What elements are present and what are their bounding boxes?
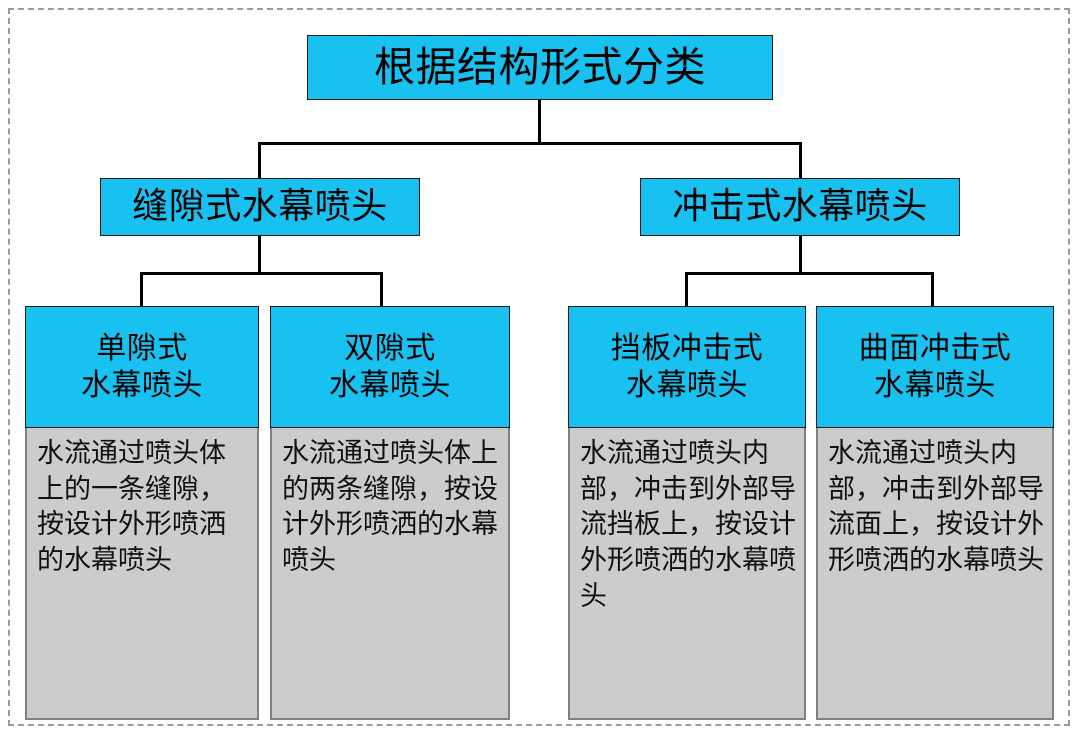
connector-level2-bus: [258, 142, 802, 145]
connector-level2-right-drop: [799, 142, 802, 179]
leaf-column-double-slit: 双隙式 水幕喷头 水流通过喷头体上的两条缝隙，按设计外形喷洒的水幕喷头: [270, 306, 510, 720]
connector-right-subtree-bus: [685, 272, 934, 275]
level2-node-impact-type: 冲击式水幕喷头: [640, 178, 960, 236]
leaf-title-single-slit: 单隙式 水幕喷头: [25, 306, 259, 428]
leaf-column-single-slit: 单隙式 水幕喷头 水流通过喷头体上的一条缝隙，按设计外形喷洒的水幕喷头: [25, 306, 259, 720]
connector-left-subtree-stem: [258, 236, 261, 273]
connector-leaf1-drop: [140, 272, 143, 307]
leaf-description-double-slit: 水流通过喷头体上的两条缝隙，按设计外形喷洒的水幕喷头: [270, 428, 510, 720]
leaf-title-double-slit: 双隙式 水幕喷头: [270, 306, 510, 428]
leaf-column-curved-surface-impact: 曲面冲击式 水幕喷头 水流通过喷头内部，冲击到外部导流面上，按设计外形喷洒的水幕…: [816, 306, 1054, 720]
connector-leaf2-drop: [380, 272, 383, 307]
connector-left-subtree-bus: [140, 272, 383, 275]
connector-right-subtree-stem: [799, 236, 802, 273]
leaf-column-baffle-impact: 挡板冲击式 水幕喷头 水流通过喷头内部，冲击到外部导流挡板上，按设计外形喷洒的水…: [568, 306, 806, 720]
leaf-title-baffle-impact: 挡板冲击式 水幕喷头: [568, 306, 806, 428]
connector-root-stem: [538, 100, 541, 144]
connector-leaf4-drop: [931, 272, 934, 307]
connector-leaf3-drop: [685, 272, 688, 307]
level2-node-slit-type: 缝隙式水幕喷头: [100, 178, 420, 236]
leaf-title-curved-surface-impact: 曲面冲击式 水幕喷头: [816, 306, 1054, 428]
leaf-description-baffle-impact: 水流通过喷头内部，冲击到外部导流挡板上，按设计外形喷洒的水幕喷头: [568, 428, 806, 720]
leaf-description-single-slit: 水流通过喷头体上的一条缝隙，按设计外形喷洒的水幕喷头: [25, 428, 259, 720]
connector-level2-left-drop: [258, 142, 261, 179]
root-node-classification-by-structure: 根据结构形式分类: [307, 35, 773, 100]
leaf-description-curved-surface-impact: 水流通过喷头内部，冲击到外部导流面上，按设计外形喷洒的水幕喷头: [816, 428, 1054, 720]
